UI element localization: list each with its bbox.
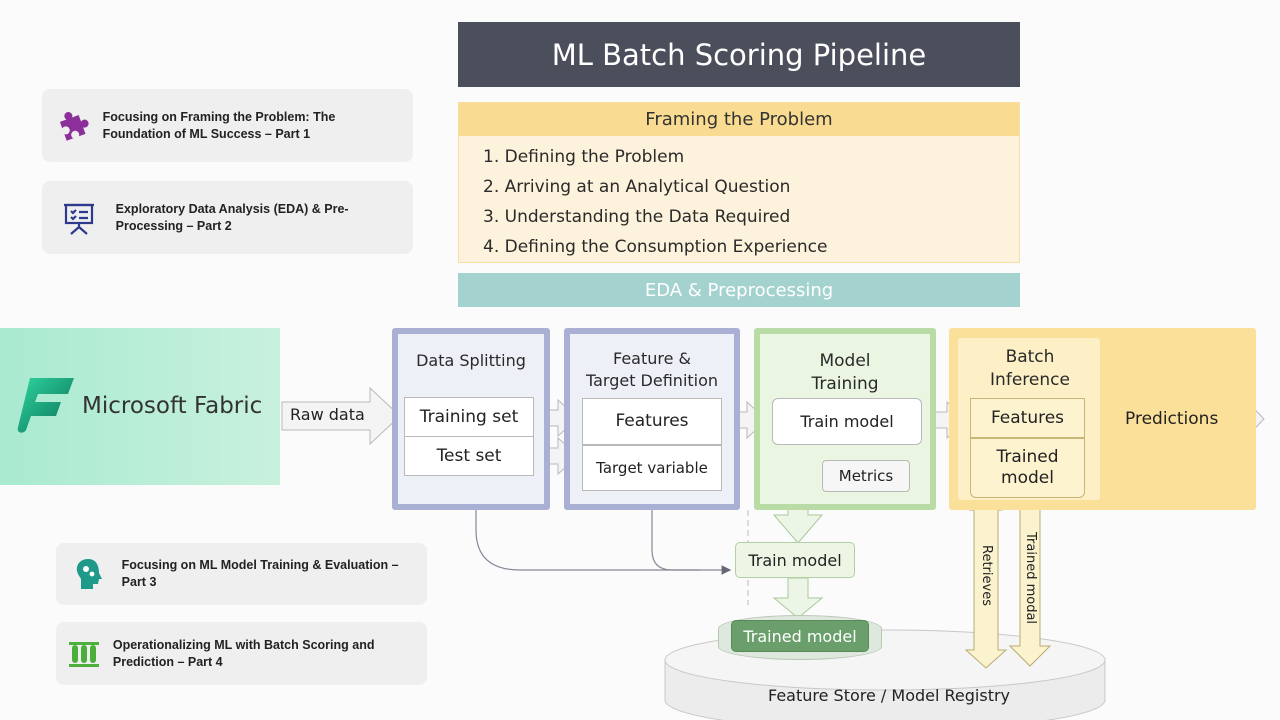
stage-title: Training — [811, 374, 879, 394]
card-part-4[interactable]: Operationalizing ML with Batch Scoring a… — [56, 622, 427, 685]
framing-header: Framing the Problem — [459, 103, 1019, 136]
trained-line-2: model — [1001, 468, 1054, 488]
feature-store-label: Feature Store / Model Registry — [768, 686, 1011, 705]
stage-title: Model — [819, 351, 871, 371]
framing-panel: Framing the Problem 1. Defining the Prob… — [458, 102, 1020, 263]
target-to-train-connector — [651, 490, 700, 571]
card-part-3[interactable]: Focusing on ML Model Training & Evaluati… — [56, 543, 427, 605]
card-text: Exploratory Data Analysis (EDA) & Pre-Pr… — [115, 201, 349, 233]
stage-title: Feature & — [612, 349, 692, 368]
microsoft-fabric-panel: Microsoft Fabric — [0, 328, 280, 485]
lower-train-model-box: Train model — [735, 542, 855, 578]
framing-item: 4. Defining the Consumption Experience — [483, 237, 828, 257]
stage-title: Inference — [990, 370, 1070, 390]
puzzle-icon — [42, 108, 103, 144]
batch-features-box: Features — [970, 398, 1085, 438]
card-text: Focusing on ML Model Training & Evaluati… — [121, 558, 399, 589]
framing-item: 3. Understanding the Data Required — [483, 207, 791, 227]
presentation-board-icon — [42, 201, 116, 235]
test-set-box: Test set — [404, 436, 534, 476]
fabric-logo-icon — [17, 378, 74, 433]
arrow-to-trained-model — [772, 577, 824, 619]
card-text: Focusing on Framing the Problem: The Fou… — [102, 109, 336, 141]
test-to-train-connector — [475, 478, 732, 575]
fabric-logo-text: Microsoft Fabric — [82, 393, 263, 419]
trained-modal-arrow — [1008, 497, 1052, 667]
target-variable-box: Target variable — [582, 445, 722, 491]
features-box: Features — [582, 398, 722, 445]
card-part-2[interactable]: Exploratory Data Analysis (EDA) & Pre-Pr… — [42, 181, 413, 254]
trained-line-1: Trained — [996, 447, 1059, 467]
predictions-label: Predictions — [1125, 409, 1219, 429]
diagram-title: ML Batch Scoring Pipeline — [458, 22, 1020, 87]
metrics-box: Metrics — [822, 460, 910, 492]
framing-item: 2. Arriving at an Analytical Question — [483, 177, 791, 197]
trained-modal-label: Trained modal — [1023, 532, 1038, 625]
training-set-box: Training set — [404, 397, 534, 437]
stage-title: Target Definition — [585, 371, 719, 390]
retrieves-label: Retrieves — [979, 545, 994, 606]
card-text: Operationalizing ML with Batch Scoring a… — [112, 637, 375, 669]
eda-bar: EDA & Preprocessing — [458, 273, 1020, 307]
batch-trained-model-box: Trained model — [970, 438, 1085, 498]
card-part-1[interactable]: Focusing on Framing the Problem: The Fou… — [42, 89, 413, 162]
raw-data-label: Raw data — [290, 405, 365, 424]
train-model-box: Train model — [772, 398, 922, 445]
raw-data-arrow — [281, 386, 401, 446]
trained-model-label: Trained model — [731, 620, 869, 652]
stage-title: Data Splitting — [416, 351, 526, 370]
head-gears-icon — [56, 557, 122, 591]
test-tubes-icon — [56, 639, 113, 669]
framing-item: 1. Defining the Problem — [483, 147, 685, 167]
stage-title: Batch — [1005, 347, 1055, 367]
